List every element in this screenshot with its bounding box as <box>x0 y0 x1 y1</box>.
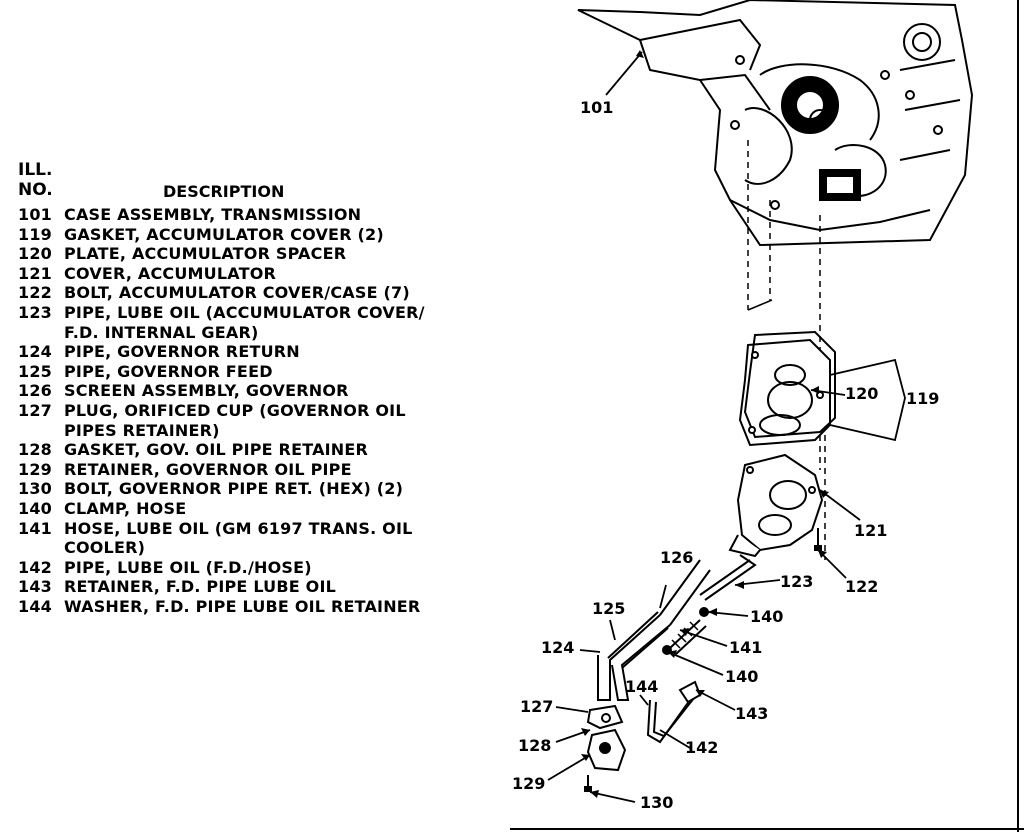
accumulator-gasket-drawing <box>738 330 836 447</box>
item-number: 119 <box>18 224 52 244</box>
callout-122: 122 <box>845 577 878 596</box>
legend-row: 121 COVER, ACCUMULATOR <box>18 264 425 284</box>
item-description: PIPE, LUBE OIL (F.D./HOSE) <box>64 557 312 577</box>
header-description: DESCRIPTION <box>163 182 285 201</box>
legend-row: 142 PIPE, LUBE OIL (F.D./HOSE) <box>18 558 425 578</box>
callout-123: 123 <box>780 572 813 591</box>
legend-row: 127 PLUG, ORIFICED CUP (GOVERNOR OIL PIPE… <box>18 401 425 440</box>
legend-row: 128 GASKET, GOV. OIL PIPE RETAINER <box>18 440 425 460</box>
legend-row: 140 CLAMP, HOSE <box>18 499 425 519</box>
item-description: PLUG, ORIFICED CUP (GOVERNOR OIL PIPES R… <box>64 400 406 440</box>
callout-144: 144 <box>625 677 658 696</box>
callout-124: 124 <box>541 638 574 657</box>
callout-142: 142 <box>685 738 718 757</box>
callout-140-upper: 140 <box>750 607 783 626</box>
item-description: SCREEN ASSEMBLY, GOVERNOR <box>64 381 349 401</box>
item-number: 142 <box>18 557 52 577</box>
callout-129: 129 <box>512 774 545 793</box>
callout-127: 127 <box>520 697 553 716</box>
legend-row: 141 HOSE, LUBE OIL (GM 6197 TRANS. OIL CO… <box>18 519 425 558</box>
legend-row: 143 RETAINER, F.D. PIPE LUBE OIL <box>18 577 425 597</box>
item-description: GASKET, ACCUMULATOR COVER (2) <box>64 224 384 244</box>
item-description: RETAINER, GOVERNOR OIL PIPE <box>64 459 352 479</box>
callout-121: 121 <box>854 521 887 540</box>
item-description: HOSE, LUBE OIL (GM 6197 TRANS. OIL COOLE… <box>64 518 413 558</box>
item-description: CASE ASSEMBLY, TRANSMISSION <box>64 205 362 224</box>
item-description: CLAMP, HOSE <box>64 498 187 518</box>
callout-141: 141 <box>729 638 762 657</box>
item-number: 126 <box>18 381 52 401</box>
legend-row: 129 RETAINER, GOVERNOR OIL PIPE <box>18 460 425 480</box>
item-description: GASKET, GOV. OIL PIPE RETAINER <box>64 440 369 460</box>
bolt-122-drawing <box>814 528 822 551</box>
item-number: 125 <box>18 361 52 381</box>
item-number: 128 <box>18 440 52 460</box>
legend-row: 125 PIPE, GOVERNOR FEED <box>18 362 425 382</box>
item-description: PIPE, LUBE OIL (ACCUMULATOR COVER/ F.D. … <box>64 302 425 342</box>
governor-retainer-drawing <box>584 704 627 792</box>
legend-row: 123 PIPE, LUBE OIL (ACCUMULATOR COVER/ F.… <box>18 303 425 342</box>
item-description: COVER, ACCUMULATOR <box>64 263 277 283</box>
item-number: 101 <box>18 205 52 224</box>
header-ill: ILL. <box>18 160 53 180</box>
callout-140-lower: 140 <box>725 667 758 686</box>
callout-126: 126 <box>660 548 693 567</box>
item-number: 122 <box>18 283 52 303</box>
legend-row: 101 CASE ASSEMBLY, TRANSMISSION <box>18 205 425 225</box>
governor-pipes-drawing <box>597 559 711 701</box>
legend-row: 126 SCREEN ASSEMBLY, GOVERNOR <box>18 381 425 401</box>
item-description: PLATE, ACCUMULATOR SPACER <box>64 244 347 264</box>
item-number: 129 <box>18 459 52 479</box>
item-description: BOLT, ACCUMULATOR COVER/CASE (7) <box>64 283 410 303</box>
header-no: NO. <box>18 180 53 200</box>
callout-143: 143 <box>735 704 768 723</box>
item-number: 123 <box>18 302 52 322</box>
legend-row: 122 BOLT, ACCUMULATOR COVER/CASE (7) <box>18 283 425 303</box>
callout-101: 101 <box>580 98 613 117</box>
item-number: 140 <box>18 498 52 518</box>
item-number: 121 <box>18 263 52 283</box>
accumulator-cover-drawing <box>728 453 824 558</box>
legend-row: 119 GASKET, ACCUMULATOR COVER (2) <box>18 225 425 245</box>
callout-119: 119 <box>906 389 939 408</box>
item-number: 124 <box>18 342 52 362</box>
item-number: 144 <box>18 596 52 616</box>
callout-125: 125 <box>592 599 625 618</box>
callout-120: 120 <box>845 384 878 403</box>
item-number: 127 <box>18 400 52 420</box>
legend-row: 130 BOLT, GOVERNOR PIPE RET. (HEX) (2) <box>18 479 425 499</box>
lube-pipe-123-drawing <box>699 554 757 601</box>
legend-row: 124 PIPE, GOVERNOR RETURN <box>18 342 425 362</box>
item-description: RETAINER, F.D. PIPE LUBE OIL <box>64 577 336 597</box>
item-number: 143 <box>18 577 52 597</box>
legend-row: 144 WASHER, F.D. PIPE LUBE OIL RETAINER <box>18 597 425 617</box>
item-number: 120 <box>18 244 52 264</box>
callout-130: 130 <box>640 793 673 812</box>
transmission-case-drawing <box>577 0 974 247</box>
item-description: BOLT, GOVERNOR PIPE RET. (HEX) (2) <box>64 479 404 499</box>
legend-row: 120 PLATE, ACCUMULATOR SPACER <box>18 244 425 264</box>
item-number: 130 <box>18 479 52 499</box>
callout-128: 128 <box>518 736 551 755</box>
item-number: 141 <box>18 518 52 538</box>
item-description: PIPE, GOVERNOR RETURN <box>64 342 300 362</box>
item-description: WASHER, F.D. PIPE LUBE OIL RETAINER <box>64 596 421 616</box>
item-description: PIPE, GOVERNOR FEED <box>64 361 273 381</box>
